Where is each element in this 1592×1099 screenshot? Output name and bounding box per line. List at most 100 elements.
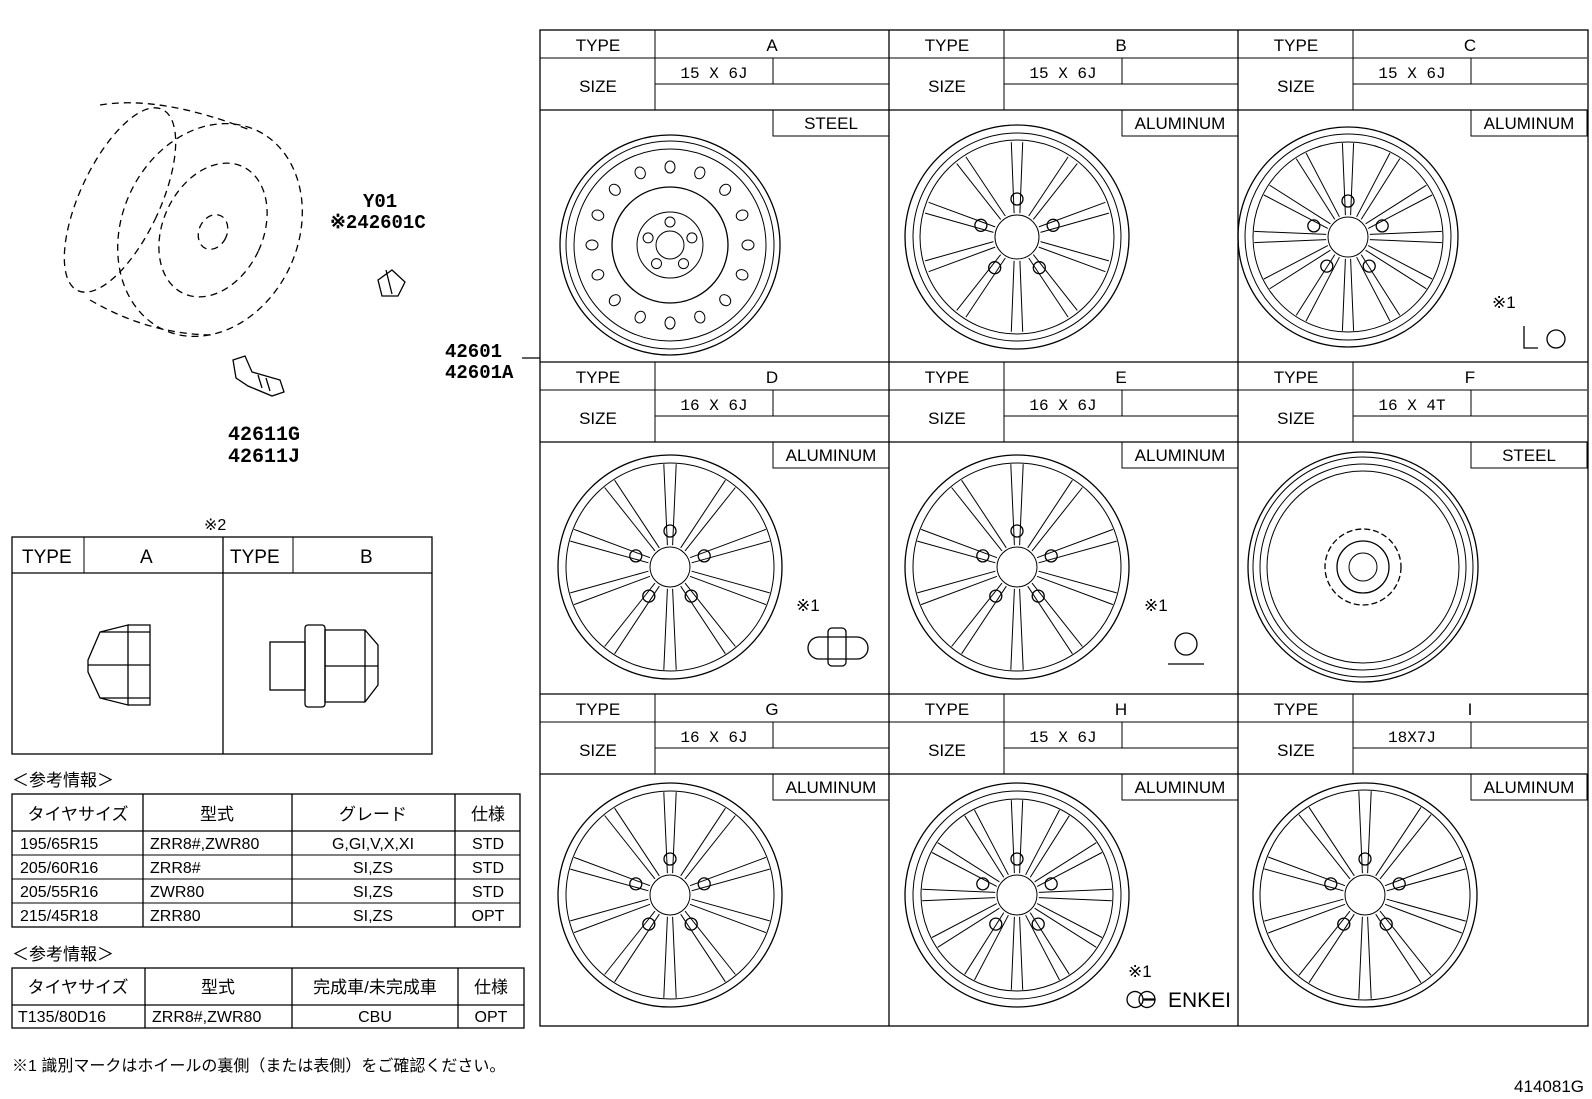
size-label: SIZE [579, 741, 617, 760]
ref1-header-model: 型式 [200, 805, 234, 824]
ref1-r2-grade: SI,ZS [353, 860, 393, 877]
material-value: STEEL [804, 114, 858, 133]
size-value: 18X7J [1388, 729, 1436, 747]
wheel-drawing-h [904, 782, 1130, 1008]
type-value: H [1115, 700, 1127, 719]
ref1-r2-spec: STD [472, 860, 504, 877]
mark-note-e: ※1 [1144, 596, 1168, 615]
footnote: ※1 識別マークはホイールの裏側（または表側）をご確認ください。 [12, 1056, 505, 1075]
diagram-id: 414081G [1514, 1077, 1584, 1096]
type-label: TYPE [1274, 36, 1318, 55]
type-label: TYPE [925, 36, 969, 55]
wheel-cell-i: TYPE I SIZE 18X7J ALUMINUM [1238, 694, 1588, 801]
ref1-table: タイヤサイズ 型式 グレード 仕様 195/65R15 ZRR8#,ZWR80 … [11, 793, 521, 928]
type-label: TYPE [1274, 700, 1318, 719]
enkei-label: ENKEI [1168, 989, 1231, 1012]
ref1-title: ＜参考情報＞ [12, 771, 114, 790]
ref1-r3-tire: 205/55R16 [20, 884, 98, 901]
size-value: 15 X 6J [1029, 729, 1096, 747]
mark-logo-d [807, 627, 869, 667]
ref1-r1-tire: 195/65R15 [20, 836, 98, 853]
nut-type-table: ※2 TYPE A TYPE B [11, 517, 433, 755]
size-label: SIZE [579, 409, 617, 428]
material-value: ALUMINUM [1135, 778, 1226, 797]
size-label: SIZE [1277, 741, 1315, 760]
type-label: TYPE [576, 368, 620, 387]
size-value: 16 X 6J [680, 397, 747, 415]
mark-note-c: ※1 [1492, 293, 1516, 312]
ref2-r1-cbu: CBU [358, 1009, 392, 1026]
nut-a-drawing [87, 624, 151, 706]
nut-type-a: A [140, 547, 153, 568]
nut-type-label-b: TYPE [230, 547, 280, 568]
material-value: ALUMINUM [1484, 114, 1575, 133]
wheel-drawing-c [1237, 126, 1459, 348]
wheel-drawing-a [559, 134, 781, 356]
type-value: E [1115, 368, 1126, 387]
ref1-header-tire: タイヤサイズ [28, 805, 129, 824]
wheel-drawing-f [1247, 451, 1479, 683]
ref1-r4-spec: OPT [472, 908, 505, 925]
material-value: ALUMINUM [1484, 778, 1575, 797]
wheel-type-grid [539, 29, 1589, 1027]
type-value: F [1465, 368, 1475, 387]
callout-nut: ※242601C [330, 212, 426, 234]
ref1-r4-grade: SI,ZS [353, 908, 393, 925]
wheel-drawing-e [904, 454, 1130, 680]
nut-table-note: ※2 [204, 517, 226, 534]
size-value: 15 X 6J [1029, 65, 1096, 83]
wheel-drawing-b [904, 124, 1130, 350]
type-value: B [1115, 36, 1126, 55]
size-value: 15 X 6J [680, 65, 747, 83]
ref2-r1-tire: T135/80D16 [18, 1009, 106, 1026]
size-label: SIZE [579, 77, 617, 96]
ref2-r1-spec: OPT [475, 1009, 508, 1026]
ref1-header-spec: 仕様 [471, 805, 505, 824]
nut-type-b: B [360, 547, 373, 568]
wheel-drawing-d [557, 454, 783, 680]
ref1-r1-model: ZRR8#,ZWR80 [150, 836, 259, 853]
ref1-r2-model: ZRR8# [150, 860, 201, 877]
callout-valve-a: 42611G [228, 424, 300, 447]
material-value: STEEL [1502, 446, 1556, 465]
ref1-r1-grade: G,GI,V,X,XI [332, 836, 414, 853]
size-label: SIZE [928, 409, 966, 428]
ref1-r4-model: ZRR80 [150, 908, 201, 925]
type-label: TYPE [925, 700, 969, 719]
wheel-drawing-i [1252, 782, 1478, 1008]
type-value: I [1468, 700, 1473, 719]
size-value: 16 X 6J [680, 729, 747, 747]
mark-logo-c [1523, 326, 1566, 349]
callout-wheel-b: 42601A [445, 362, 514, 384]
ref2-header-model: 型式 [201, 978, 235, 997]
callout-y01: Y01 [363, 191, 397, 213]
size-value: 16 X 4T [1378, 397, 1445, 415]
ref1-r3-spec: STD [472, 884, 504, 901]
material-value: ALUMINUM [786, 446, 877, 465]
mark-note-d: ※1 [796, 596, 820, 615]
type-value: G [765, 700, 778, 719]
size-label: SIZE [928, 741, 966, 760]
type-label: TYPE [1274, 368, 1318, 387]
ref2-header-cbu: 完成車/未完成車 [313, 978, 437, 997]
ref2-r1-model: ZRR8#,ZWR80 [152, 1009, 261, 1026]
ref2-header-spec: 仕様 [474, 978, 508, 997]
material-value: ALUMINUM [786, 778, 877, 797]
mark-logo-e [1168, 632, 1204, 665]
ref2-table: タイヤサイズ 型式 完成車/未完成車 仕様 T135/80D16 ZRR8#,Z… [11, 967, 525, 1029]
ref1-r4-tire: 215/45R18 [20, 908, 98, 925]
material-value: ALUMINUM [1135, 114, 1226, 133]
nut-type-label-a: TYPE [22, 547, 72, 568]
wheel-drawing-g [557, 782, 783, 1008]
callout-wheel-a: 42601 [445, 341, 502, 363]
type-value: D [766, 368, 778, 387]
size-value: 15 X 6J [1378, 65, 1445, 83]
valve-stem-drawing [232, 355, 285, 397]
type-value: C [1464, 36, 1476, 55]
wheel-cell-d: TYPE D SIZE 16 X 6J ALUMINUM [540, 362, 890, 469]
